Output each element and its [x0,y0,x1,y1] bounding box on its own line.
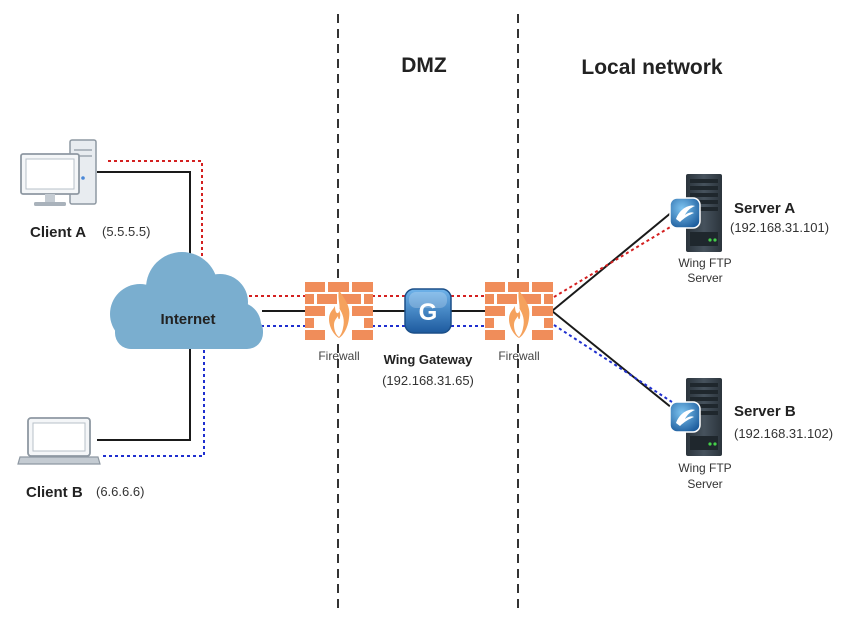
link-firewall2-server-b [551,310,673,409]
client-a-path [108,160,673,298]
gateway-name: Wing Gateway [384,352,474,367]
internet-cloud-icon [110,252,263,349]
firewall-2-label: Firewall [498,349,539,363]
server-icon [669,174,722,252]
client-b-path [103,324,673,457]
client-a-name: Client A [30,224,86,241]
server-b-type-line1: Wing FTP [678,461,731,475]
server-b-ip: (192.168.31.102) [734,426,833,441]
server-b-name: Server B [734,403,796,420]
firewall-1-label: Firewall [318,349,359,363]
link-client-a-internet [97,171,191,262]
wing-gateway-icon: G [404,288,452,334]
internet-label: Internet [160,311,215,328]
client-a-ip: (5.5.5.5) [102,224,150,239]
server-a-type-line1: Wing FTP [678,256,731,270]
server-a-ip: (192.168.31.101) [730,220,829,235]
desktop-computer-icon [20,139,97,206]
zone-title-dmz: DMZ [401,54,447,77]
firewall-icon [305,282,373,340]
zone-title-local-network: Local network [581,56,723,79]
laptop-icon [17,417,101,465]
client-b-name: Client B [26,484,83,501]
gateway-ip: (192.168.31.65) [382,373,474,388]
gateway-glyph: G [419,299,438,326]
server-a-type-line2: Server [687,271,722,285]
server-b-type-line2: Server [687,477,722,491]
client-b-ip: (6.6.6.6) [96,484,144,499]
server-icon [669,378,722,456]
link-client-b-internet [97,345,191,441]
server-a-name: Server A [734,200,795,217]
firewall-icon [485,282,553,340]
